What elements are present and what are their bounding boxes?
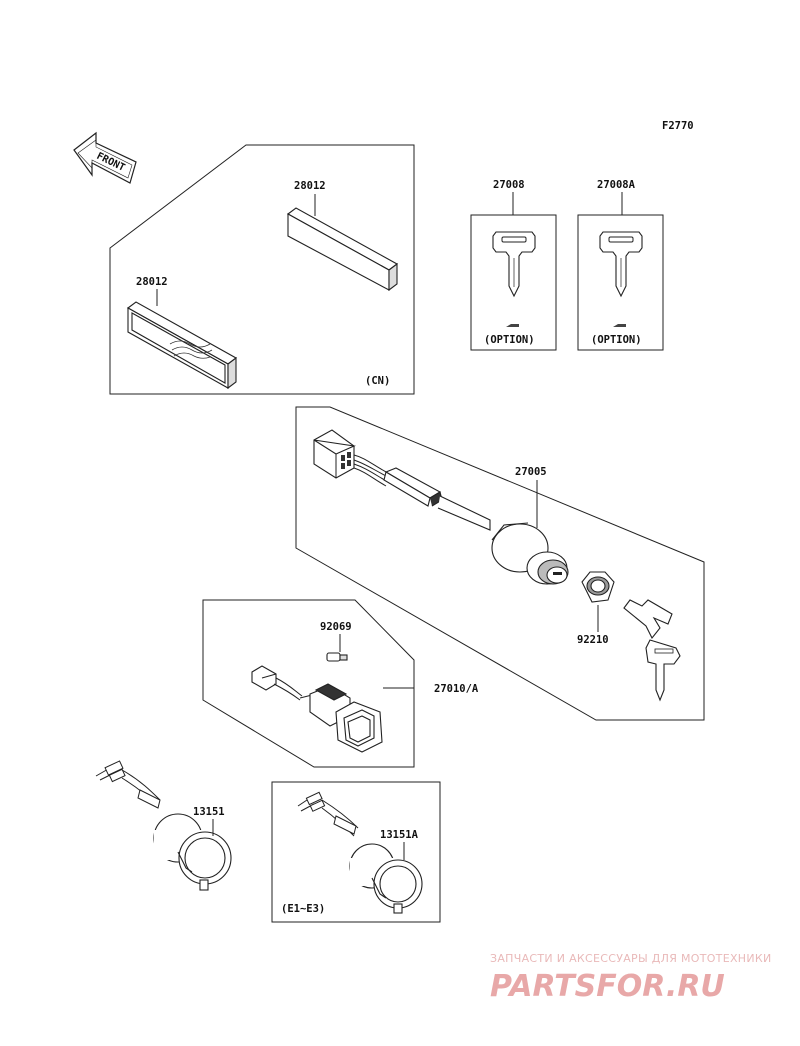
label-28012-top: 28012 — [294, 180, 326, 192]
label-92210: 92210 — [577, 634, 609, 646]
key-number-tag-icon — [506, 324, 519, 327]
ignition-nut-92210 — [581, 571, 615, 603]
front-arrow-icon: FRONT — [73, 131, 137, 184]
buzzer-13151a-body — [349, 843, 423, 914]
buzzer-13151-wires — [95, 760, 161, 809]
option-label-2: (OPTION) — [591, 334, 642, 346]
label-92069: 92069 — [320, 621, 352, 633]
key-27008a-frame — [577, 214, 664, 351]
reflector-group-frame — [109, 144, 415, 395]
ignition-connector — [313, 429, 356, 479]
indicator-body — [309, 683, 383, 753]
buzzer-e-frame — [271, 781, 441, 923]
buzzer-13151a-wires — [297, 791, 359, 837]
label-13151: 13151 — [193, 806, 225, 818]
label-13151a: 13151A — [380, 829, 419, 841]
kawasaki-logo-icon — [169, 340, 213, 359]
indicator-group-frame — [202, 599, 415, 768]
label-27010-a: 27010/A — [434, 683, 479, 695]
key-27008a-icon — [599, 231, 643, 298]
bulb-92069-icon — [326, 652, 348, 662]
cn-note: (CN) — [365, 375, 390, 387]
watermark-logo: ЗАПЧАСТИ И АКСЕССУАРЫ ДЛЯ МОТОТЕХНИКИ PA… — [490, 952, 772, 1004]
e-note: (E1~E3) — [281, 903, 325, 915]
label-28012-bottom: 28012 — [136, 276, 168, 288]
ignition-wires — [353, 454, 391, 487]
option-label-1: (OPTION) — [484, 334, 535, 346]
key-number-tag-icon-2 — [613, 324, 626, 327]
label-27005: 27005 — [515, 466, 547, 478]
ignition-wire-sleeve — [383, 467, 491, 531]
indicator-connector — [251, 665, 277, 691]
label-27008a: 27008A — [597, 179, 636, 191]
watermark-line2: PARTSFOR.RU — [490, 969, 725, 1004]
reflector-plain — [286, 207, 399, 292]
ignition-group-frame — [295, 406, 705, 721]
key-27008-frame — [470, 214, 557, 351]
label-27008: 27008 — [493, 179, 525, 191]
reflector-logo — [126, 301, 238, 390]
watermark-line1: ЗАПЧАСТИ И АКСЕССУАРЫ ДЛЯ МОТОТЕХНИКИ — [490, 952, 772, 965]
buzzer-13151-body — [153, 813, 232, 891]
key-27008-icon — [492, 231, 536, 298]
diagram-code: F2770 — [662, 120, 694, 132]
ignition-keys-icon — [623, 599, 681, 702]
ignition-switch-body — [491, 522, 569, 585]
